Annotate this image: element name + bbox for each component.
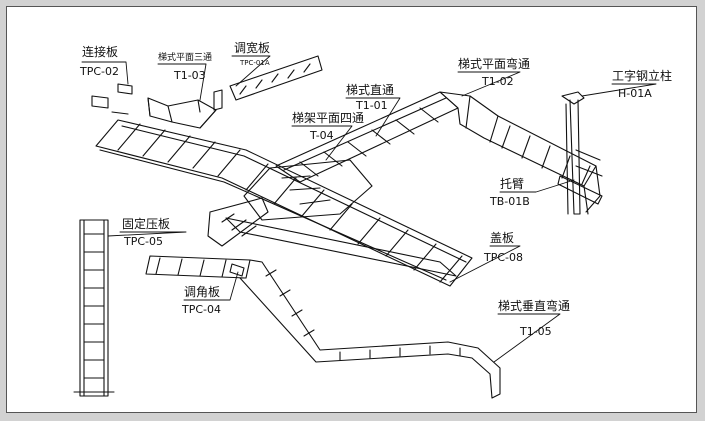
vertical-elbow-name: 梯式垂直弯通: [498, 299, 571, 313]
fixing-plate-tpc-05: [73, 219, 115, 397]
flat-tee-code: T1-03: [174, 69, 206, 82]
angle-plate-code: TPC-04: [182, 303, 221, 316]
ladder-run-diagonal: [95, 119, 473, 287]
diagram-panel: [6, 6, 697, 413]
support-arm-code: TB-01B: [490, 195, 530, 208]
angle-plate-tpc-04: [229, 263, 245, 277]
flat-elbow-name: 梯式平面弯通: [458, 57, 531, 71]
width-plate-code: TPC-01A: [240, 59, 270, 67]
leader-lines: [81, 55, 657, 363]
width-plate-tpc-01a: [213, 55, 323, 111]
vertical-elbow-t1-05: [145, 255, 501, 399]
i-beam-column-name: 工字钢立柱: [612, 69, 673, 83]
flat-tee-t1-03: [147, 97, 217, 129]
cover-plate-code: TPC-08: [484, 251, 523, 264]
cover-plate-tpc-08: [225, 217, 457, 277]
connector-plate-name: 连接板: [82, 45, 119, 59]
flat-cross-t-04: [243, 159, 373, 221]
straight-code: T1-01: [356, 99, 388, 112]
vertical-elbow-code: T1-05: [520, 325, 552, 338]
flat-tee-name: 梯式平面三通: [158, 53, 213, 63]
straight-name: 梯式直通: [346, 83, 395, 97]
flat-cross-code: T-04: [310, 129, 334, 142]
cover-plate-name: 盖板: [490, 231, 515, 245]
i-beam-column-h-01a: [561, 91, 603, 215]
ladder-run-lower-left: [207, 197, 269, 247]
width-plate-name: 调宽板: [234, 41, 271, 55]
fixing-plate-code: TPC-05: [124, 235, 163, 248]
fixing-plate-name: 固定压板: [122, 217, 171, 231]
connector-plates: [91, 83, 133, 115]
flat-cross-name: 梯架平面四通: [292, 111, 365, 125]
support-arm-tb-01b: [557, 175, 603, 205]
i-beam-column-code: H-01A: [618, 87, 652, 100]
connector-plate-code: TPC-02: [80, 65, 119, 78]
flat-elbow-t1-02: [439, 91, 601, 215]
angle-plate-name: 调角板: [184, 285, 221, 299]
flat-elbow-code: T1-02: [482, 75, 514, 88]
support-arm-name: 托臂: [500, 177, 525, 191]
